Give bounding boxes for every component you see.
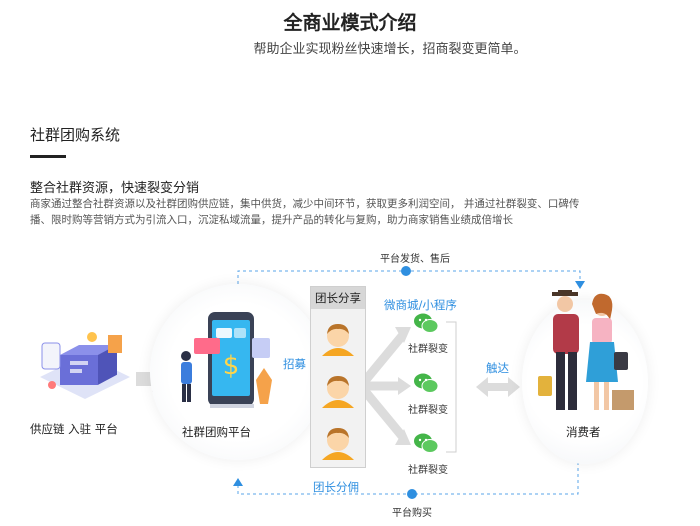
supply-chain-label: 供应链 入驻 平台 bbox=[30, 422, 118, 436]
leader-avatars bbox=[322, 324, 354, 460]
wechat-group-bracket bbox=[446, 321, 457, 453]
arrow-fan-bottom bbox=[360, 387, 406, 439]
consumer-label: 消费者 bbox=[566, 425, 601, 439]
wechat-icon bbox=[414, 313, 439, 333]
top-flow-arrowhead bbox=[575, 281, 585, 289]
leader-avatar-icon bbox=[322, 376, 354, 408]
top-flow-line bbox=[237, 270, 581, 284]
intro-description: 商家通过整合社群资源以及社群团购供应链，集中供货，减少中间环节，获取更多利润空间… bbox=[30, 198, 580, 226]
wechat-icon bbox=[414, 433, 439, 453]
page-title: 全商业模式介绍 bbox=[283, 12, 417, 34]
leader-avatar-icon bbox=[322, 324, 354, 356]
top-flow-dot bbox=[401, 266, 411, 276]
wechat-icon bbox=[414, 373, 439, 393]
svg-text:$: $ bbox=[223, 351, 240, 381]
consumer-illustration bbox=[538, 290, 634, 410]
section-underline bbox=[30, 155, 66, 158]
bottom-flow-dot bbox=[407, 489, 417, 499]
arrow-reach-double bbox=[476, 377, 520, 397]
arrow-fan-top bbox=[360, 333, 406, 385]
fission-label-1: 社群裂变 bbox=[408, 344, 448, 355]
page-subtitle: 帮助企业实现粉丝快速增长，招商裂变更简单。 bbox=[253, 42, 527, 57]
leader-avatar-icon bbox=[322, 428, 354, 460]
recruit-label: 招募 bbox=[283, 357, 306, 371]
supply-chain-illustration bbox=[40, 332, 130, 399]
fission-label-3: 社群裂变 bbox=[408, 465, 448, 476]
leader-commission-label: 团长分佣 bbox=[313, 480, 359, 494]
bottom-flow-arrowhead bbox=[233, 478, 243, 486]
mini-program-label: 微商城/小程序 bbox=[384, 298, 457, 312]
platform-label: 社群团购平台 bbox=[182, 425, 251, 439]
intro-title: 整合社群资源，快速裂变分销 bbox=[30, 181, 200, 196]
section-title: 社群团购系统 bbox=[30, 126, 121, 144]
top-flow-label: 平台发货、售后 bbox=[380, 254, 450, 265]
reach-label: 触达 bbox=[486, 361, 509, 375]
platform-phone-illustration: $ bbox=[181, 312, 272, 408]
bottom-flow-label: 平台购买 bbox=[392, 508, 432, 519]
leader-panel-title: 团长分享 bbox=[311, 287, 365, 309]
fission-label-2: 社群裂变 bbox=[408, 405, 448, 416]
